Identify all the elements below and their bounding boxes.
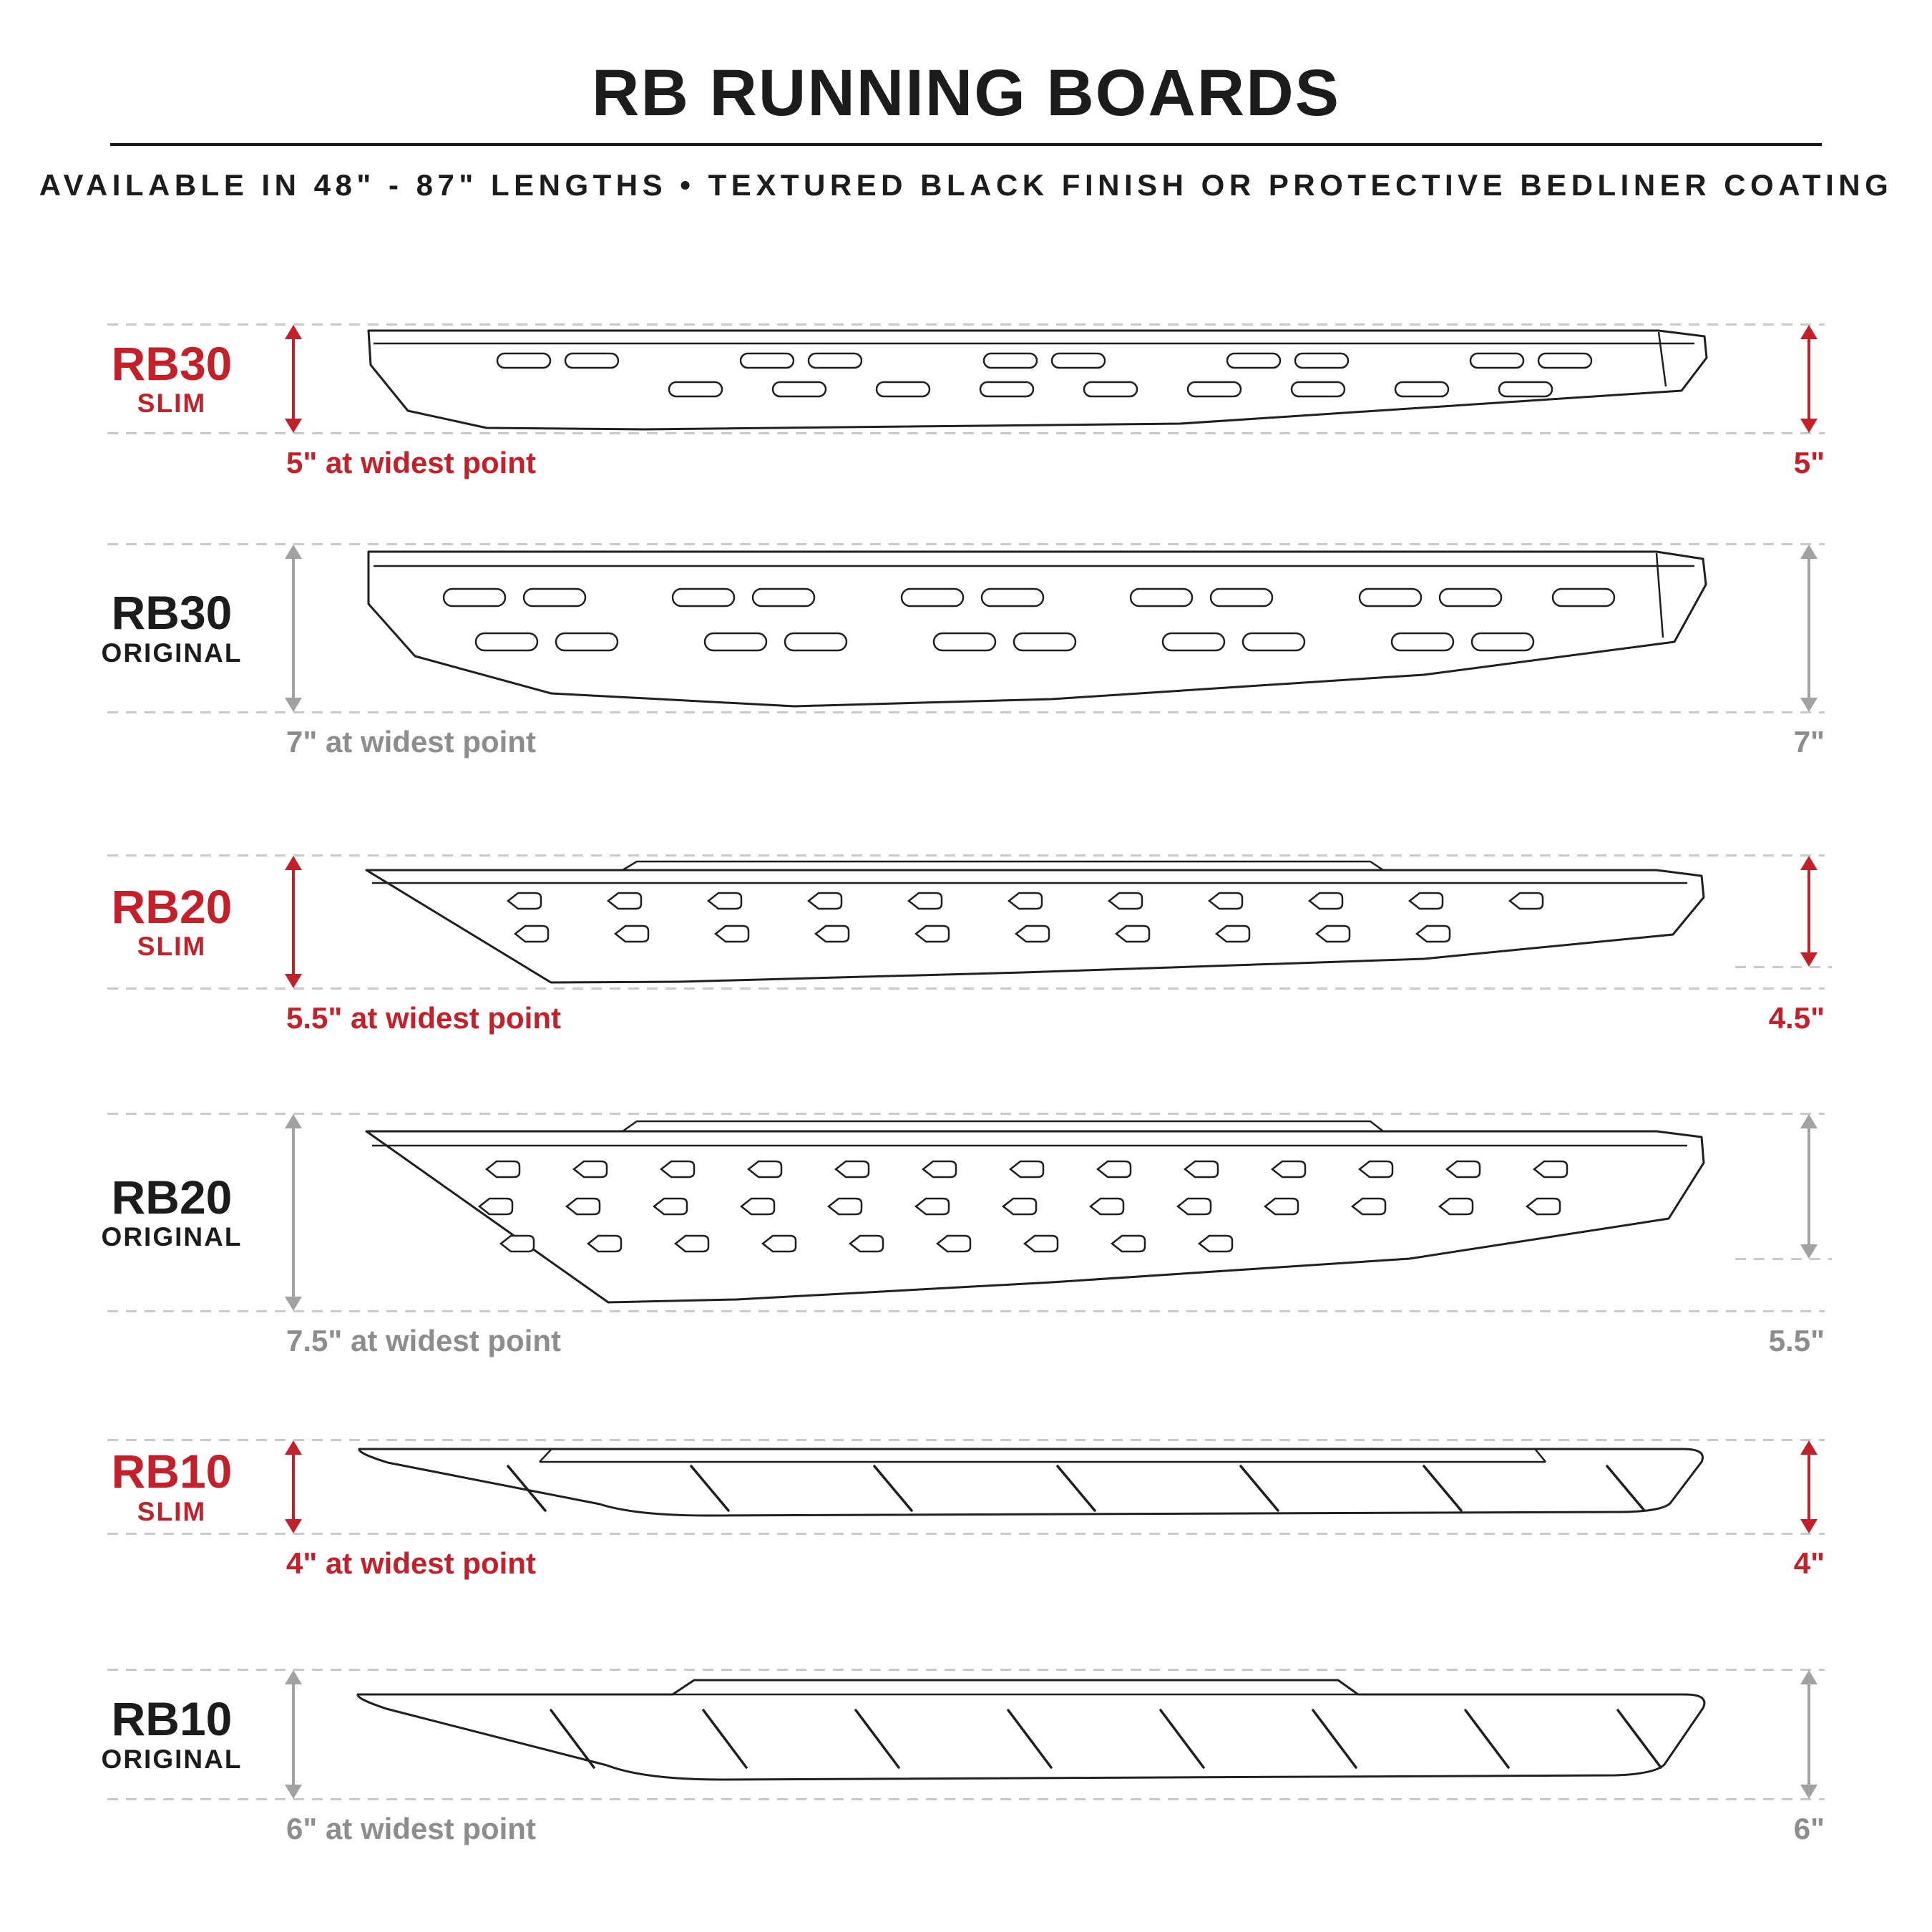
widest-point-caption: 6" at widest point bbox=[286, 1812, 536, 1846]
right-height-caption: 5" bbox=[1793, 446, 1825, 480]
model-label: RB10 bbox=[111, 1445, 233, 1498]
header: RB RUNNING BOARDS AVAILABLE IN 48" - 87"… bbox=[0, 0, 1932, 203]
board-row-rb20-slim: RB20 SLIM bbox=[0, 854, 1932, 1041]
board-row-rb10-slim: RB10 SLIM bbox=[0, 1439, 1932, 1586]
board-row-rb30-original: RB30 ORIGINAL bbox=[0, 543, 1932, 765]
widest-point-caption: 5" at widest point bbox=[286, 446, 536, 480]
right-dimension-arrow-icon bbox=[1800, 1440, 1818, 1534]
right-dimension-arrow-icon bbox=[1800, 545, 1818, 713]
left-dimension-arrow-icon bbox=[285, 1670, 302, 1800]
board-rows: RB30 SLIM bbox=[0, 323, 1932, 1852]
right-height-caption: 7" bbox=[1793, 725, 1825, 759]
board-label: RB10 SLIM bbox=[84, 1447, 259, 1527]
right-dimension-arrow-icon bbox=[1800, 1114, 1818, 1259]
model-label: RB20 bbox=[111, 1170, 233, 1224]
board-illustration-rb30-original bbox=[336, 543, 1732, 717]
variant-label: SLIM bbox=[137, 1496, 207, 1526]
model-label: RB30 bbox=[111, 336, 233, 390]
guide-dash-bottom bbox=[107, 987, 1825, 990]
variant-label: ORIGINAL bbox=[101, 1222, 243, 1252]
guide-dash-bottom bbox=[107, 432, 1825, 435]
guide-dash-bottom bbox=[107, 1310, 1825, 1313]
board-illustration-rb20-slim bbox=[336, 854, 1732, 993]
guide-dash-top bbox=[107, 543, 1825, 546]
model-label: RB30 bbox=[111, 586, 233, 640]
left-dimension-arrow-icon bbox=[285, 325, 302, 434]
guide-dash-bottom bbox=[107, 1798, 1825, 1801]
guide-dash-bottom bbox=[107, 1533, 1825, 1536]
model-label: RB10 bbox=[111, 1692, 233, 1746]
variant-label: SLIM bbox=[137, 389, 207, 419]
variant-label: SLIM bbox=[137, 932, 207, 962]
right-dimension-arrow-icon bbox=[1800, 325, 1818, 434]
board-illustration-rb30-slim bbox=[336, 323, 1732, 438]
left-dimension-arrow-icon bbox=[285, 856, 302, 989]
page-title: RB RUNNING BOARDS bbox=[592, 57, 1340, 130]
board-outline bbox=[367, 550, 1707, 708]
board-label: RB20 ORIGINAL bbox=[84, 1170, 259, 1253]
board-label: RB10 ORIGINAL bbox=[84, 1694, 259, 1775]
right-dimension-arrow-icon bbox=[1800, 856, 1818, 967]
board-label: RB20 SLIM bbox=[84, 882, 259, 962]
board-illustration-rb10-slim bbox=[336, 1439, 1732, 1538]
title-rule bbox=[110, 143, 1822, 146]
left-dimension-arrow-icon bbox=[285, 545, 302, 713]
guide-dash-top bbox=[107, 323, 1825, 326]
board-outline bbox=[365, 1130, 1705, 1304]
board-row-rb20-original: RB20 ORIGINAL bbox=[0, 1113, 1932, 1364]
page-subtitle: AVAILABLE IN 48" - 87" LENGTHS • TEXTURE… bbox=[39, 168, 1893, 202]
board-outline bbox=[356, 1679, 1706, 1781]
right-dimension-arrow-icon bbox=[1800, 1670, 1818, 1800]
board-outline bbox=[367, 329, 1708, 431]
model-label: RB20 bbox=[111, 879, 233, 933]
guide-dash-top bbox=[107, 1113, 1825, 1116]
board-label: RB30 SLIM bbox=[84, 336, 259, 419]
right-height-caption: 4" bbox=[1793, 1546, 1825, 1581]
guide-dash-right-end bbox=[1735, 966, 1832, 969]
widest-point-caption: 7.5" at widest point bbox=[286, 1324, 561, 1358]
widest-point-caption: 7" at widest point bbox=[286, 725, 536, 759]
variant-label: ORIGINAL bbox=[101, 638, 243, 668]
board-outline bbox=[358, 1448, 1704, 1517]
guide-dash-top bbox=[107, 1669, 1825, 1672]
left-dimension-arrow-icon bbox=[285, 1440, 302, 1534]
board-label: RB30 ORIGINAL bbox=[84, 588, 259, 668]
left-dimension-arrow-icon bbox=[285, 1114, 302, 1312]
guide-dash-top bbox=[107, 854, 1825, 857]
board-illustration-rb10-original bbox=[336, 1669, 1732, 1804]
widest-point-caption: 4" at widest point bbox=[286, 1546, 536, 1581]
guide-dash-bottom bbox=[107, 711, 1825, 714]
board-row-rb10-original: RB10 ORIGINAL 6" at widest point bbox=[0, 1669, 1932, 1852]
right-height-caption: 5.5" bbox=[1768, 1324, 1825, 1358]
board-row-rb30-slim: RB30 SLIM bbox=[0, 323, 1932, 486]
guide-dash-top bbox=[107, 1439, 1825, 1442]
right-height-caption: 4.5" bbox=[1768, 1001, 1825, 1035]
board-illustration-rb20-original bbox=[336, 1113, 1732, 1316]
infographic: RB RUNNING BOARDS AVAILABLE IN 48" - 87"… bbox=[0, 0, 1932, 1852]
right-height-caption: 6" bbox=[1793, 1812, 1825, 1846]
variant-label: ORIGINAL bbox=[101, 1744, 243, 1774]
widest-point-caption: 5.5" at widest point bbox=[286, 1001, 561, 1035]
guide-dash-right-end bbox=[1735, 1258, 1832, 1261]
